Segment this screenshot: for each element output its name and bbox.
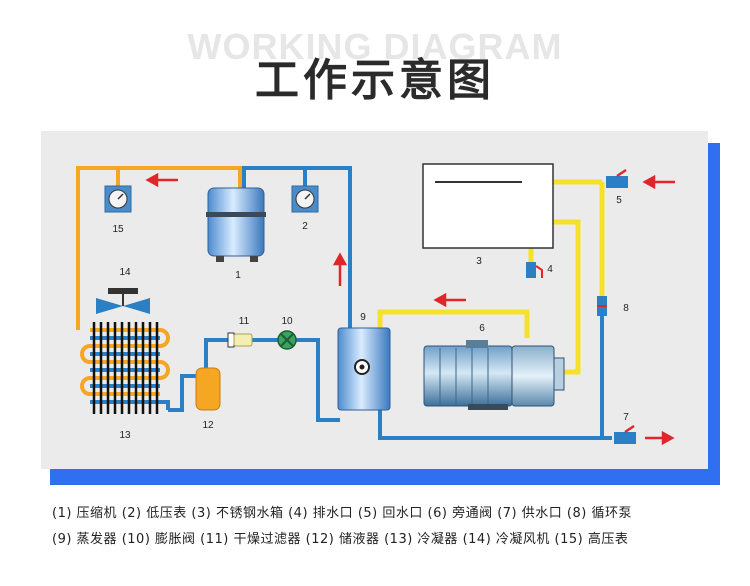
label-7: 7 [623,412,629,423]
evaporator [337,327,391,411]
label-14: 14 [119,267,131,278]
legend-item: (4) 排水口 [288,506,354,521]
label-8: 8 [623,303,629,314]
high-pressure-gauge [104,185,132,213]
label-13: 13 [119,430,131,441]
label-12: 12 [202,420,214,431]
arrow-left-middle [433,292,466,308]
legend-item: (3) 不锈钢水箱 [191,506,284,521]
drain-valve [526,262,543,278]
label-6: 6 [479,323,485,334]
expansion-valve [277,330,297,350]
legend-line-1: (1) 压缩机 (2) 低压表 (3) 不锈钢水箱 (4) 排水口 (5) 回水… [52,502,742,521]
low-pressure-gauge [291,185,319,213]
legend-item: (1) 压缩机 [52,506,118,521]
arrow-outlet [645,430,675,446]
legend-item: (14) 冷凝风机 [462,532,550,547]
arrow-left-top [145,172,178,188]
label-15: 15 [112,224,124,235]
legend-line-2: (9) 蒸发器 (10) 膨胀阀 (11) 干燥过滤器 (12) 储液器 (13… [52,528,742,547]
pump-motor [423,340,565,410]
legend-item: (12) 储液器 [305,532,380,547]
label-10: 10 [281,316,293,327]
circulation-pump-valve [597,296,607,316]
dry-filter [227,332,253,348]
water-tank [422,163,554,249]
supply-water-valve [614,424,636,444]
condenser [80,322,170,414]
label-9: 9 [360,312,366,323]
legend-item: (13) 冷凝器 [384,532,458,547]
legend-item: (2) 低压表 [121,506,187,521]
legend-item: (15) 高压表 [554,532,629,547]
arrow-inlet [642,174,675,190]
water-supply-pipes [377,179,605,375]
refrigerant-pipes [76,166,242,330]
legend-item: (7) 供水口 [497,506,563,521]
label-1: 1 [235,270,241,281]
label-3: 3 [476,256,482,267]
label-11: 11 [239,316,250,327]
legend-item: (10) 膨胀阀 [121,532,196,547]
label-2: 2 [302,221,308,232]
legend-item: (9) 蒸发器 [52,532,118,547]
legend-item: (6) 旁通阀 [427,506,493,521]
page-title: 工作示意图 [255,55,495,106]
water-return-pipes [378,316,612,440]
legend-item: (8) 循环泵 [566,506,632,521]
label-5: 5 [616,195,622,206]
condenser-fan [96,288,150,314]
compressor [206,187,266,262]
flow-arrows [145,172,675,446]
background-watermark-text: WORKING DIAGRAM [187,26,563,67]
arrow-up [332,252,348,286]
legend-item: (5) 回水口 [357,506,423,521]
return-water-valve [606,168,628,188]
legend-item: (11) 干燥过滤器 [200,532,301,547]
diagram-panel [41,131,708,469]
label-4: 4 [547,264,553,275]
low-pressure-pipes [168,166,352,422]
liquid-receiver [195,367,221,411]
